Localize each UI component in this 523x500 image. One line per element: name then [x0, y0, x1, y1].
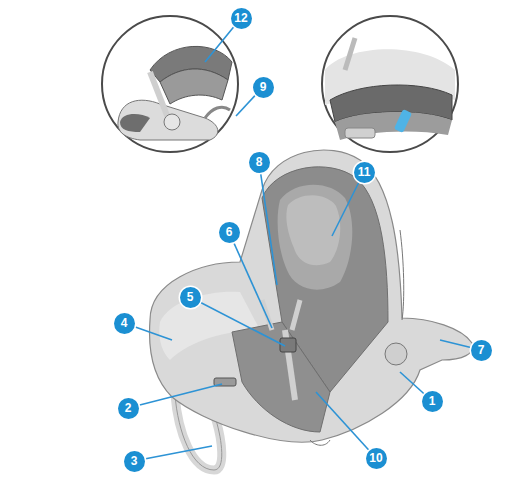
- infant-car-seat: [150, 150, 473, 470]
- canopy-detail-inset: [322, 16, 458, 152]
- callout-number: 2: [118, 398, 139, 419]
- callout-number: 11: [354, 162, 375, 183]
- callout-number: 10: [366, 448, 387, 469]
- callout-number: 6: [219, 222, 240, 243]
- callout-number: 5: [180, 287, 201, 308]
- leader-lines: [124, 18, 481, 461]
- callout-number: 3: [124, 451, 145, 472]
- canopy-inset: [102, 16, 238, 152]
- callout-number: 8: [249, 152, 270, 173]
- callout-number: 7: [471, 340, 492, 361]
- callout-number: 1: [422, 391, 443, 412]
- callout-number: 9: [253, 77, 274, 98]
- callout-number: 4: [114, 313, 135, 334]
- callout-number: 12: [231, 8, 252, 29]
